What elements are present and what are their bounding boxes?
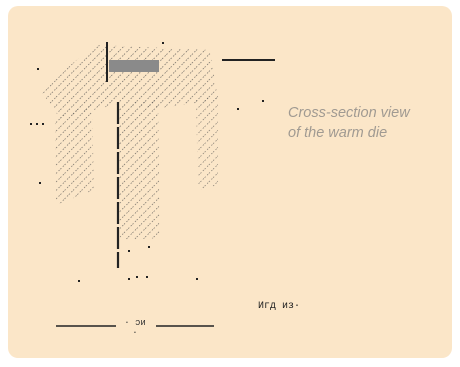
gray-block — [109, 60, 159, 72]
caption-line-2: of the warm die — [288, 125, 388, 141]
bottom-dimension-label: · ɔи · — [120, 318, 150, 338]
right-hatched-column — [196, 96, 218, 190]
scatter-dots — [30, 42, 264, 282]
top-hatched-region — [40, 45, 218, 118]
diagram-caption: Cross-section view of the warm die — [288, 103, 458, 143]
caption-line-1: Cross-section view — [288, 105, 410, 121]
left-hatched-column — [55, 104, 94, 205]
right-note-label: Игд из· — [258, 301, 301, 312]
center-hatched-column — [118, 100, 160, 240]
